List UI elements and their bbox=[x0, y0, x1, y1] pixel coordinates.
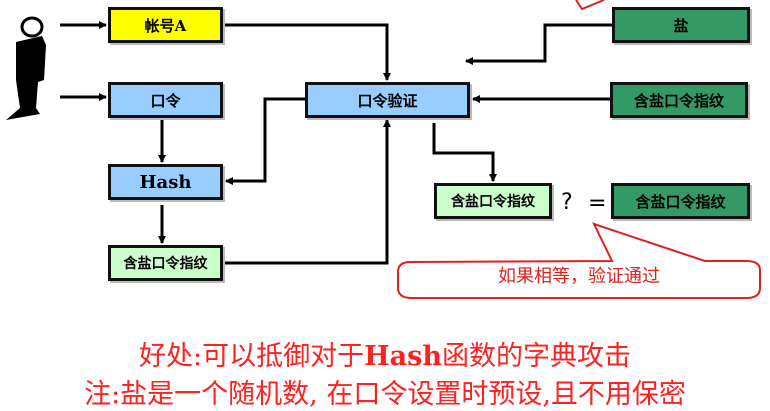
compare-left-box: 含盐口令指纹 bbox=[434, 183, 552, 219]
password-box: 口令 bbox=[108, 82, 223, 118]
benefit-suffix: 函数的字典攻击 bbox=[441, 341, 631, 372]
arrow-account-verify bbox=[223, 23, 391, 81]
arrow-fingerprint-verify bbox=[223, 119, 391, 265]
computed-fingerprint-box: 含盐口令指纹 bbox=[108, 245, 223, 281]
arrow-verify-compare bbox=[432, 123, 497, 182]
account-box: 帐号A bbox=[108, 7, 223, 43]
salt-note: 注:盐是一个随机数, 在口令设置时预设,且不用保密 bbox=[84, 379, 686, 410]
verify-box: 口令验证 bbox=[305, 82, 470, 118]
callout-pointer-fragment bbox=[575, 0, 605, 11]
salt-box: 盐 bbox=[612, 7, 750, 43]
user-icon bbox=[6, 16, 46, 120]
question-mark: ? bbox=[561, 190, 573, 215]
callout-text: 如果相等，验证通过 bbox=[498, 266, 660, 287]
arrow-verify-hash bbox=[225, 97, 305, 185]
benefit-hash: Hash bbox=[364, 341, 442, 372]
benefit-note: 好处:可以抵御对于Hash函数的字典攻击 bbox=[0, 334, 770, 373]
benefit-prefix: 好处:可以抵御对于 bbox=[139, 341, 365, 372]
equals-sign: = bbox=[588, 191, 607, 216]
callout-bubble bbox=[397, 222, 761, 299]
compare-right-box: 含盐口令指纹 bbox=[611, 183, 750, 219]
stored-fingerprint-box: 含盐口令指纹 bbox=[610, 82, 748, 118]
hash-box: Hash bbox=[108, 164, 223, 200]
arrow-salt bbox=[465, 23, 612, 65]
